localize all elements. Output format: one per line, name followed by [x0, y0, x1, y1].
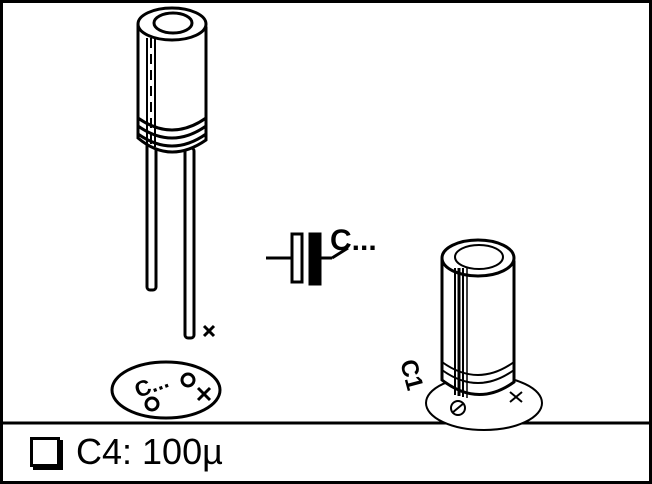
footprint-pad-right — [180, 372, 196, 388]
symbol-plate-negative — [308, 232, 322, 286]
x-mark-icon — [202, 324, 216, 338]
symbol-plate-positive — [290, 232, 304, 284]
caption-row: C4: 100µ — [30, 431, 223, 472]
x-mark-icon — [509, 391, 523, 403]
capacitor-side-view — [136, 6, 208, 340]
symbol-label: C... — [330, 224, 377, 257]
capacitor-mounted-view — [425, 238, 543, 431]
x-mark-icon — [196, 386, 212, 402]
footprint-pad-left — [144, 396, 160, 412]
square-outline-icon[interactable] — [30, 437, 60, 467]
capacitor-schematic-symbol — [266, 232, 349, 286]
capacitor-leads — [145, 138, 196, 340]
component-label: C1 — [394, 357, 428, 394]
capacitor-footprint — [110, 360, 222, 420]
caption-text: C4: 100µ — [76, 431, 223, 472]
